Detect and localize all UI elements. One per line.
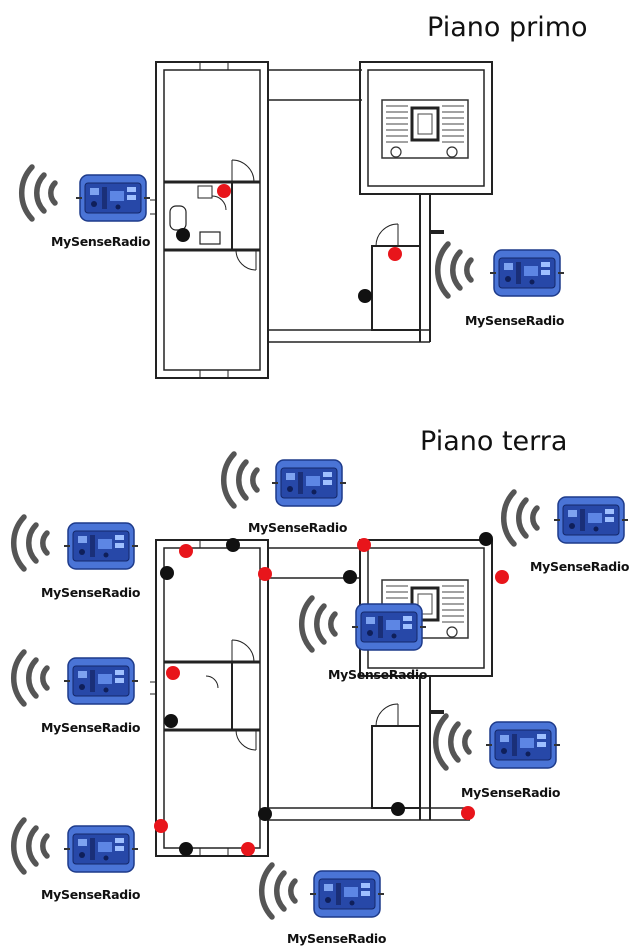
contact-sensor-icon bbox=[258, 807, 272, 821]
radio-device-icon bbox=[485, 721, 561, 769]
radio-device-icon bbox=[75, 174, 151, 222]
radio-device-upper-right: MySenseRadio bbox=[438, 244, 565, 328]
contact-sensor-icon bbox=[179, 544, 193, 558]
contact-sensor-icon bbox=[154, 819, 168, 833]
radio-device-ground-left-1: MySenseRadio bbox=[14, 517, 141, 600]
contact-sensor-icon bbox=[357, 538, 371, 552]
radio-device-ground-right-top: MySenseRadio bbox=[504, 492, 630, 574]
ground-floor-title: Piano terra bbox=[420, 426, 567, 457]
radio-device-icon bbox=[309, 870, 385, 918]
wifi-signal-icon bbox=[14, 820, 47, 872]
wifi-signal-icon bbox=[302, 598, 335, 650]
wifi-signal-icon bbox=[438, 244, 471, 296]
radio-device-icon bbox=[351, 603, 427, 651]
device-label: MySenseRadio bbox=[465, 313, 565, 328]
contact-sensor-icon bbox=[495, 570, 509, 584]
contact-sensor-icon bbox=[160, 566, 174, 580]
ground-sensors bbox=[154, 532, 509, 856]
contact-sensor-icon bbox=[258, 567, 272, 581]
contact-sensor-icon bbox=[358, 289, 372, 303]
radio-device-icon bbox=[553, 496, 629, 544]
device-label: MySenseRadio bbox=[41, 887, 141, 902]
radio-device-icon bbox=[63, 522, 139, 570]
radio-device-icon bbox=[489, 249, 565, 297]
contact-sensor-icon bbox=[343, 570, 357, 584]
contact-sensor-icon bbox=[461, 806, 475, 820]
ground-floor-plan: Piano terra bbox=[14, 426, 630, 946]
contact-sensor-icon bbox=[479, 532, 493, 546]
wifi-signal-icon bbox=[262, 865, 295, 917]
radio-device-icon bbox=[271, 459, 347, 507]
radio-device-icon bbox=[63, 657, 139, 705]
device-label: MySenseRadio bbox=[287, 931, 387, 946]
contact-sensor-icon bbox=[179, 842, 193, 856]
device-label: MySenseRadio bbox=[530, 559, 630, 574]
contact-sensor-icon bbox=[166, 666, 180, 680]
device-label: MySenseRadio bbox=[41, 585, 141, 600]
wifi-signal-icon bbox=[504, 492, 537, 544]
radio-device-ground-left-3: MySenseRadio bbox=[14, 820, 141, 902]
device-label: MySenseRadio bbox=[51, 234, 151, 249]
upper-floor-title: Piano primo bbox=[427, 12, 588, 43]
upper-staircase-icon bbox=[380, 98, 470, 160]
wifi-signal-icon bbox=[14, 517, 47, 569]
radio-device-icon bbox=[63, 825, 139, 873]
wifi-signal-icon bbox=[22, 167, 55, 219]
contact-sensor-icon bbox=[164, 714, 178, 728]
contact-sensor-icon bbox=[388, 247, 402, 261]
device-label: MySenseRadio bbox=[461, 785, 561, 800]
radio-device-ground-bottom: MySenseRadio bbox=[262, 865, 387, 946]
radio-device-upper-left: MySenseRadio bbox=[22, 167, 151, 249]
radio-device-ground-top: MySenseRadio bbox=[224, 454, 348, 535]
radio-device-ground-right-bottom: MySenseRadio bbox=[436, 716, 561, 800]
device-label: MySenseRadio bbox=[248, 520, 348, 535]
contact-sensor-icon bbox=[217, 184, 231, 198]
contact-sensor-icon bbox=[241, 842, 255, 856]
contact-sensor-icon bbox=[391, 802, 405, 816]
contact-sensor-icon bbox=[176, 228, 190, 242]
contact-sensor-icon bbox=[226, 538, 240, 552]
device-label: MySenseRadio bbox=[328, 667, 428, 682]
ground-floor-walls bbox=[150, 539, 493, 857]
device-label: MySenseRadio bbox=[41, 720, 141, 735]
wifi-signal-icon bbox=[436, 716, 469, 768]
wifi-signal-icon bbox=[14, 652, 47, 704]
upper-floor-plan: Piano primo bbox=[22, 12, 588, 379]
wifi-signal-icon bbox=[224, 454, 257, 506]
radio-device-ground-center: MySenseRadio bbox=[302, 598, 428, 682]
upper-floor-walls bbox=[150, 61, 493, 379]
radio-device-ground-left-2: MySenseRadio bbox=[14, 652, 141, 735]
